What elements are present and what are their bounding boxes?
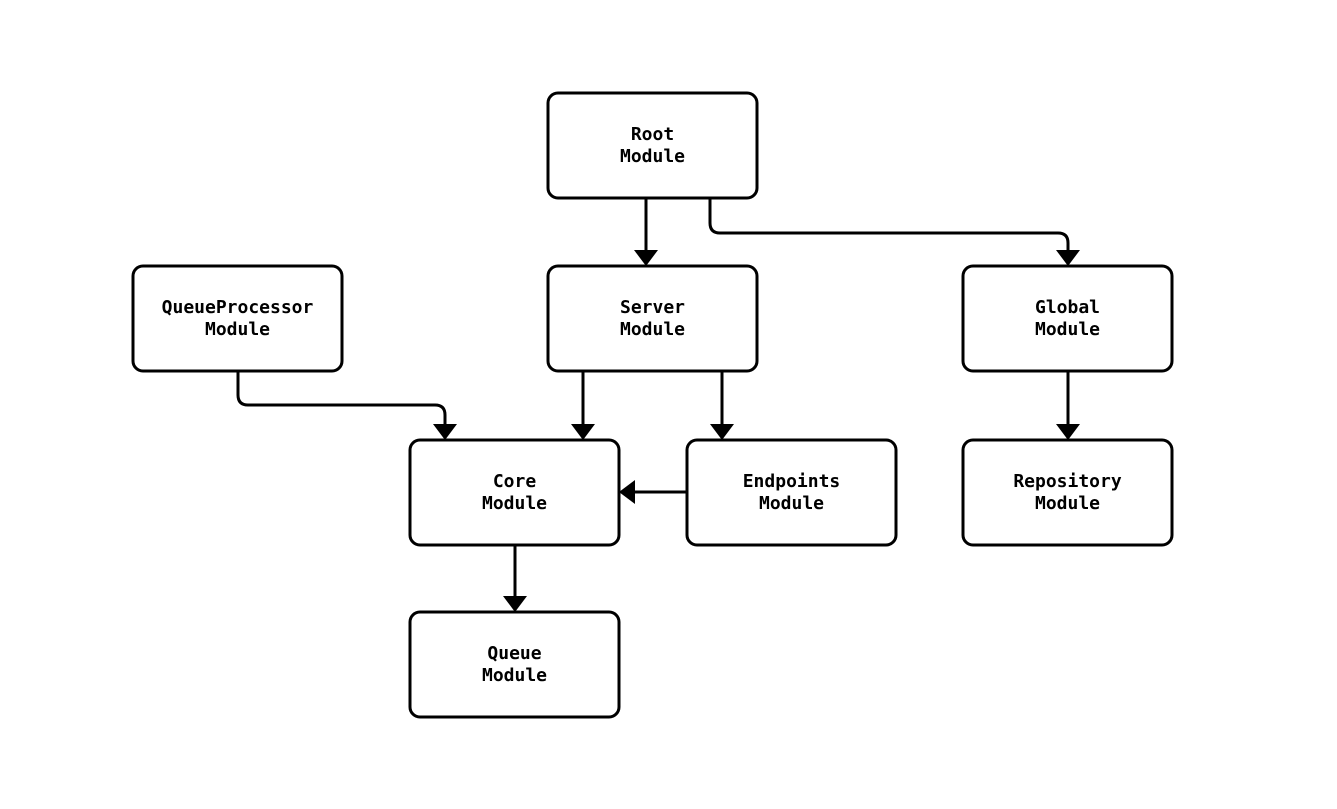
node-label-line: QueueProcessor xyxy=(162,297,314,318)
node-box xyxy=(685,438,898,547)
node-label-line: Repository xyxy=(1013,471,1122,492)
node-label-line: Module xyxy=(620,146,685,167)
edge-queueprocessor-to-core xyxy=(236,371,457,440)
edge-root-to-global xyxy=(708,198,1080,266)
node-label-line: Global xyxy=(1035,297,1100,318)
node-box xyxy=(408,610,621,719)
node-label-line: Core xyxy=(493,471,537,492)
node-label-line: Module xyxy=(482,665,547,686)
node-label-line: Module xyxy=(482,493,547,514)
node-box xyxy=(961,264,1174,373)
node-label-line: Module xyxy=(1035,493,1100,514)
nodes-layer: RootModuleQueueProcessorModuleServerModu… xyxy=(131,91,1174,719)
node-label-line: Queue xyxy=(487,643,541,664)
node-box xyxy=(408,438,621,547)
node-box xyxy=(546,264,759,373)
node-box xyxy=(546,91,759,200)
node-box xyxy=(961,438,1174,547)
node-box xyxy=(131,264,344,373)
node-label-line: Module xyxy=(759,493,824,514)
node-label-line: Root xyxy=(631,124,674,145)
node-label-line: Module xyxy=(1035,319,1100,340)
node-label-line: Module xyxy=(620,319,685,340)
node-label-line: Server xyxy=(620,297,685,318)
node-label-line: Endpoints xyxy=(743,471,841,492)
node-label-line: Module xyxy=(205,319,270,340)
edges-layer xyxy=(236,198,1080,612)
